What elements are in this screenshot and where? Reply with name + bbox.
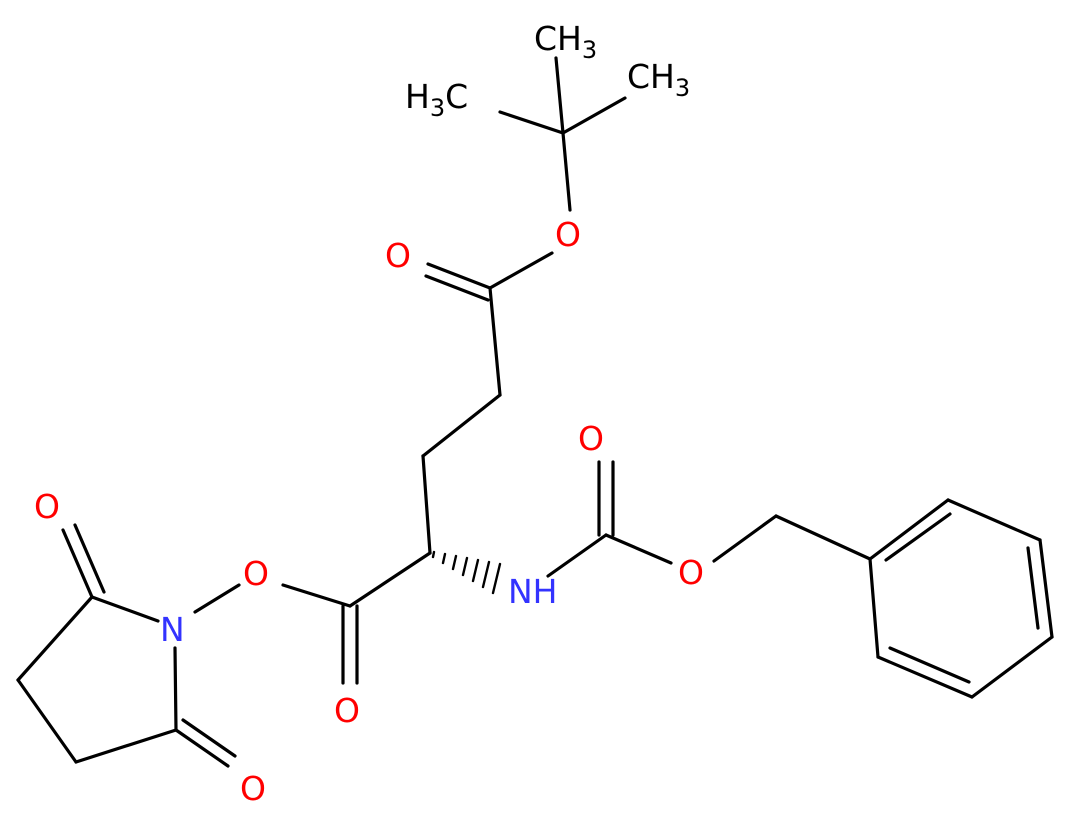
atom-labels: CH3 H3C CH3 O O O NH O O O N O O [34, 19, 704, 808]
methyl-right-label: CH3 [627, 57, 690, 102]
ring-inner-3 [888, 646, 971, 684]
ring-inner-2 [1026, 546, 1040, 630]
stereo-hash-wedge [431, 550, 502, 595]
bond-c2-o-b [73, 523, 106, 594]
bonds [16, 56, 1054, 768]
bond-carbamate-oxygen [604, 533, 673, 565]
bond-benzyl-ring [774, 514, 872, 561]
bond-c5-o-a [174, 728, 230, 768]
bond-ch2-ch2 [421, 393, 502, 458]
bond-calpha-carbonyl [348, 551, 432, 608]
bond-c2-o-a [61, 528, 94, 599]
bond-oxygen-benzyl [712, 514, 778, 563]
bond-tbu-methyl-left [498, 110, 565, 135]
methyl-left-label: H3C [405, 77, 468, 122]
oxygen-alpha-carbonyl: O [334, 691, 360, 730]
bond-tbu-methyl-top [554, 56, 565, 135]
oxygen-succinimide-top: O [34, 487, 60, 526]
ring-bond-1 [868, 498, 950, 561]
oxygen-succinimide-bottom: O [240, 769, 266, 808]
bond-carbonyl-o-nhs [281, 583, 352, 608]
oxygen-carbamate-carbonyl: O [578, 419, 604, 458]
oxygen-ester-tbu: O [555, 215, 581, 254]
bond-c4-c5 [74, 728, 178, 764]
bond-n-c2 [90, 595, 160, 623]
bond-c3-c4 [16, 678, 78, 764]
bond-o-n [193, 583, 241, 614]
bond-c5-o-b [181, 718, 237, 758]
oxygen-nhs-ester: O [243, 554, 269, 593]
ring-bond-6 [868, 557, 880, 659]
bond-c5-n [173, 646, 178, 732]
oxygen-carbamate: O [678, 553, 704, 592]
oxygen-carbonyl-tbu: O [385, 236, 411, 275]
ring-bond-2 [946, 498, 1042, 542]
ring-inner-1 [884, 512, 952, 562]
methyl-top-label: CH3 [534, 19, 597, 64]
bond-tbu-methyl-right [561, 96, 627, 135]
nitrogen-succinimide: N [160, 610, 185, 649]
bond-ester-ch2 [488, 286, 502, 397]
ring-bond-4 [970, 635, 1054, 699]
bond-ester-carbonyl-a [426, 262, 492, 290]
ring-bond-3 [1038, 538, 1054, 639]
bond-ester-carbonyl-b [424, 274, 490, 302]
bond-nh-carbamate [546, 533, 608, 578]
bond-ch2-calpha [421, 454, 432, 555]
bond-c2-c3 [16, 595, 94, 682]
bond-tbu-oxygen [561, 131, 572, 212]
bond-oxygen-ester-carbon [488, 251, 554, 290]
ring-bond-5 [876, 655, 974, 699]
nh-label: NH [508, 572, 558, 611]
